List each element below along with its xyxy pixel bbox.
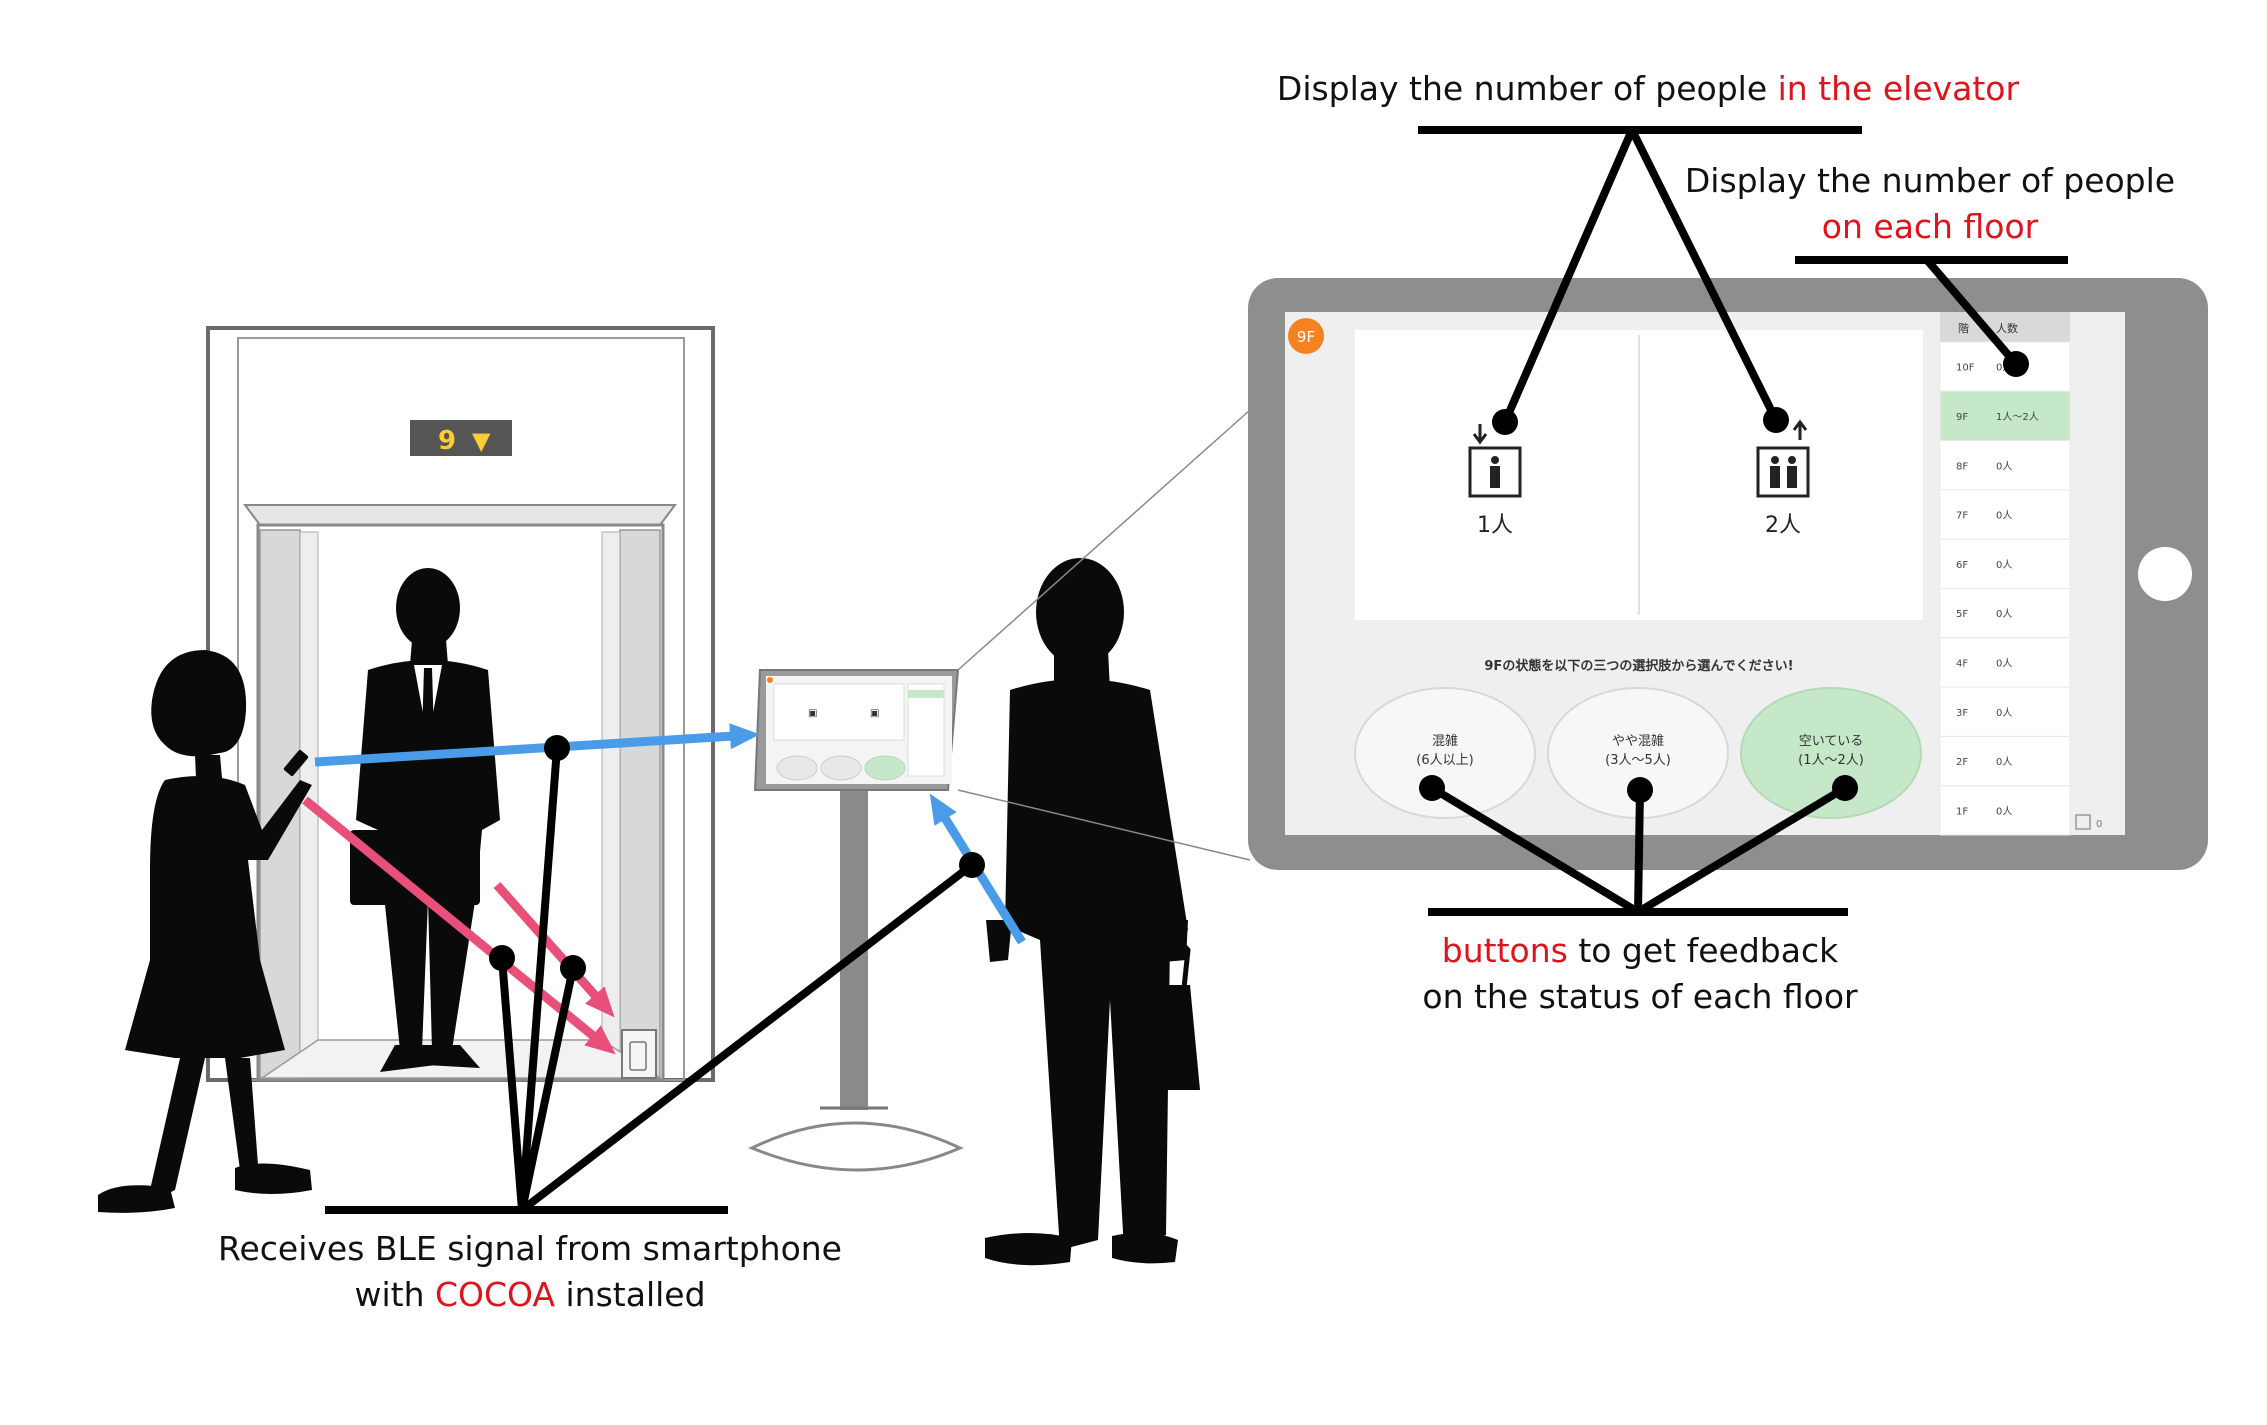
floor-table-row: 8F 0人 xyxy=(1939,440,2071,491)
elevator-car-1-icon xyxy=(1468,424,1522,498)
floor-label: 3F xyxy=(1956,708,1968,719)
car-1-count: 1人 xyxy=(1477,513,1513,538)
floor-label: 9F xyxy=(1956,412,1968,423)
elevator-car-2-icon xyxy=(1756,419,1810,498)
floor-table-row: 7F 0人 xyxy=(1939,489,2071,540)
floor-label: 10F xyxy=(1956,363,1975,374)
svg-text:(6人以上): (6人以上) xyxy=(1416,753,1473,768)
feedback-prompt: 9Fの状態を以下の三つの選択肢から選んでください! xyxy=(1484,658,1793,674)
buttons-annotation: buttons to get feedback on the status of… xyxy=(1422,931,1858,1016)
kiosk-stand: ▣ ▣ xyxy=(748,669,964,1172)
signal-arrow-pink-1 xyxy=(302,796,616,1055)
floor-count-callout-lines xyxy=(1795,256,2068,377)
floor-people-count: 0人 xyxy=(1996,559,2012,571)
mini-elevator-icon-1: ▣ xyxy=(808,708,817,719)
save-icon xyxy=(2075,814,2091,830)
floor-label: 1F xyxy=(1956,806,1968,817)
svg-text:空いている: 空いている xyxy=(1799,734,1864,749)
floor-people-count: 1人〜2人 xyxy=(1996,411,2039,423)
floor-table-header xyxy=(1940,312,2070,342)
floor-table-row: 6F 0人 xyxy=(1939,538,2071,590)
feedback-button-crowded[interactable]: 混雑 (6人以上) xyxy=(1354,687,1536,819)
floor-people-count: 0人 xyxy=(1996,756,2012,768)
floor-table-row: 2F 0人 xyxy=(1939,735,2071,787)
tablet-home-button[interactable] xyxy=(2138,547,2192,601)
floor-label: 5F xyxy=(1956,609,1968,620)
down-arrow-icon: ▼ xyxy=(472,427,491,455)
car-2-count: 2人 xyxy=(1765,513,1801,538)
svg-text:人数: 人数 xyxy=(1996,322,2018,335)
elevator-count-annotation: Display the number of people in the elev… xyxy=(1276,69,2020,108)
floor-label: 8F xyxy=(1956,461,1968,472)
floor-label: 7F xyxy=(1956,511,1968,522)
floor-table: 階 人数 10F 0人 9F 1人〜2人 8F 0人 7F 0人 6F 0人 5F 0人 4F 0人 3F 0… xyxy=(1939,312,2071,836)
zoom-line-bottom xyxy=(957,789,1251,861)
floor-table-row: 4F 0人 xyxy=(1939,637,2071,688)
floor-table-row: 9F 1人〜2人 xyxy=(1939,390,2071,442)
floor-table-row: 5F 0人 xyxy=(1939,588,2071,639)
footer-count: 0 xyxy=(2096,819,2102,830)
svg-text:やや混雑: やや混雑 xyxy=(1612,733,1664,749)
elevator-count-callout-lines xyxy=(1418,126,1862,435)
floor-table-row: 1F 0人 xyxy=(1939,785,2071,836)
svg-text:階: 階 xyxy=(1958,321,1969,335)
floor-indicator: 9 ▼ xyxy=(410,420,512,456)
ble-signal-arrow-woman xyxy=(314,723,760,767)
zoom-line-top xyxy=(957,409,1251,671)
svg-text:(1人〜2人): (1人〜2人) xyxy=(1798,753,1864,768)
feedback-button-somewhat-crowded[interactable]: やや混雑 (3人〜5人) xyxy=(1547,687,1729,819)
svg-text:9: 9 xyxy=(438,426,456,456)
floor-people-count: 0人 xyxy=(1996,657,2012,669)
floor-label: 4F xyxy=(1956,658,1968,669)
svg-text:混雑: 混雑 xyxy=(1432,733,1458,749)
ble-receiver-device xyxy=(621,1029,657,1079)
feedback-button-vacant[interactable]: 空いている (1人〜2人) xyxy=(1740,687,1922,819)
floor-count-annotation: Display the number of people on each flo… xyxy=(1684,161,2176,246)
floor-badge xyxy=(1288,318,1324,354)
woman-silhouette xyxy=(98,650,312,1213)
ble-callout-lines xyxy=(325,735,985,1214)
floor-people-count: 0人 xyxy=(1996,805,2012,817)
floor-people-count: 0人 xyxy=(1996,510,2012,522)
floor-label: 2F xyxy=(1956,757,1968,768)
signal-arrow-pink-2 xyxy=(493,882,615,1018)
floor-table-row: 3F 0人 xyxy=(1939,686,2071,737)
floor-badge-label: 9F xyxy=(1297,328,1315,346)
floor-people-count: 0人 xyxy=(1996,707,2012,719)
floor-people-count: 0人 xyxy=(1996,460,2012,472)
floor-people-count: 0人 xyxy=(1996,608,2012,620)
ble-annotation: Receives BLE signal from smartphone with… xyxy=(218,1229,842,1314)
man-with-bag-silhouette xyxy=(985,558,1200,1266)
buttons-callout-lines xyxy=(1419,775,1858,916)
tablet: 9F 1人 2人 9Fの状態を以下の三つの選択肢から選んでください! xyxy=(1248,278,2208,870)
svg-text:(3人〜5人): (3人〜5人) xyxy=(1605,753,1671,768)
mini-elevator-icon-2: ▣ xyxy=(870,708,879,719)
floor-label: 6F xyxy=(1956,560,1968,571)
